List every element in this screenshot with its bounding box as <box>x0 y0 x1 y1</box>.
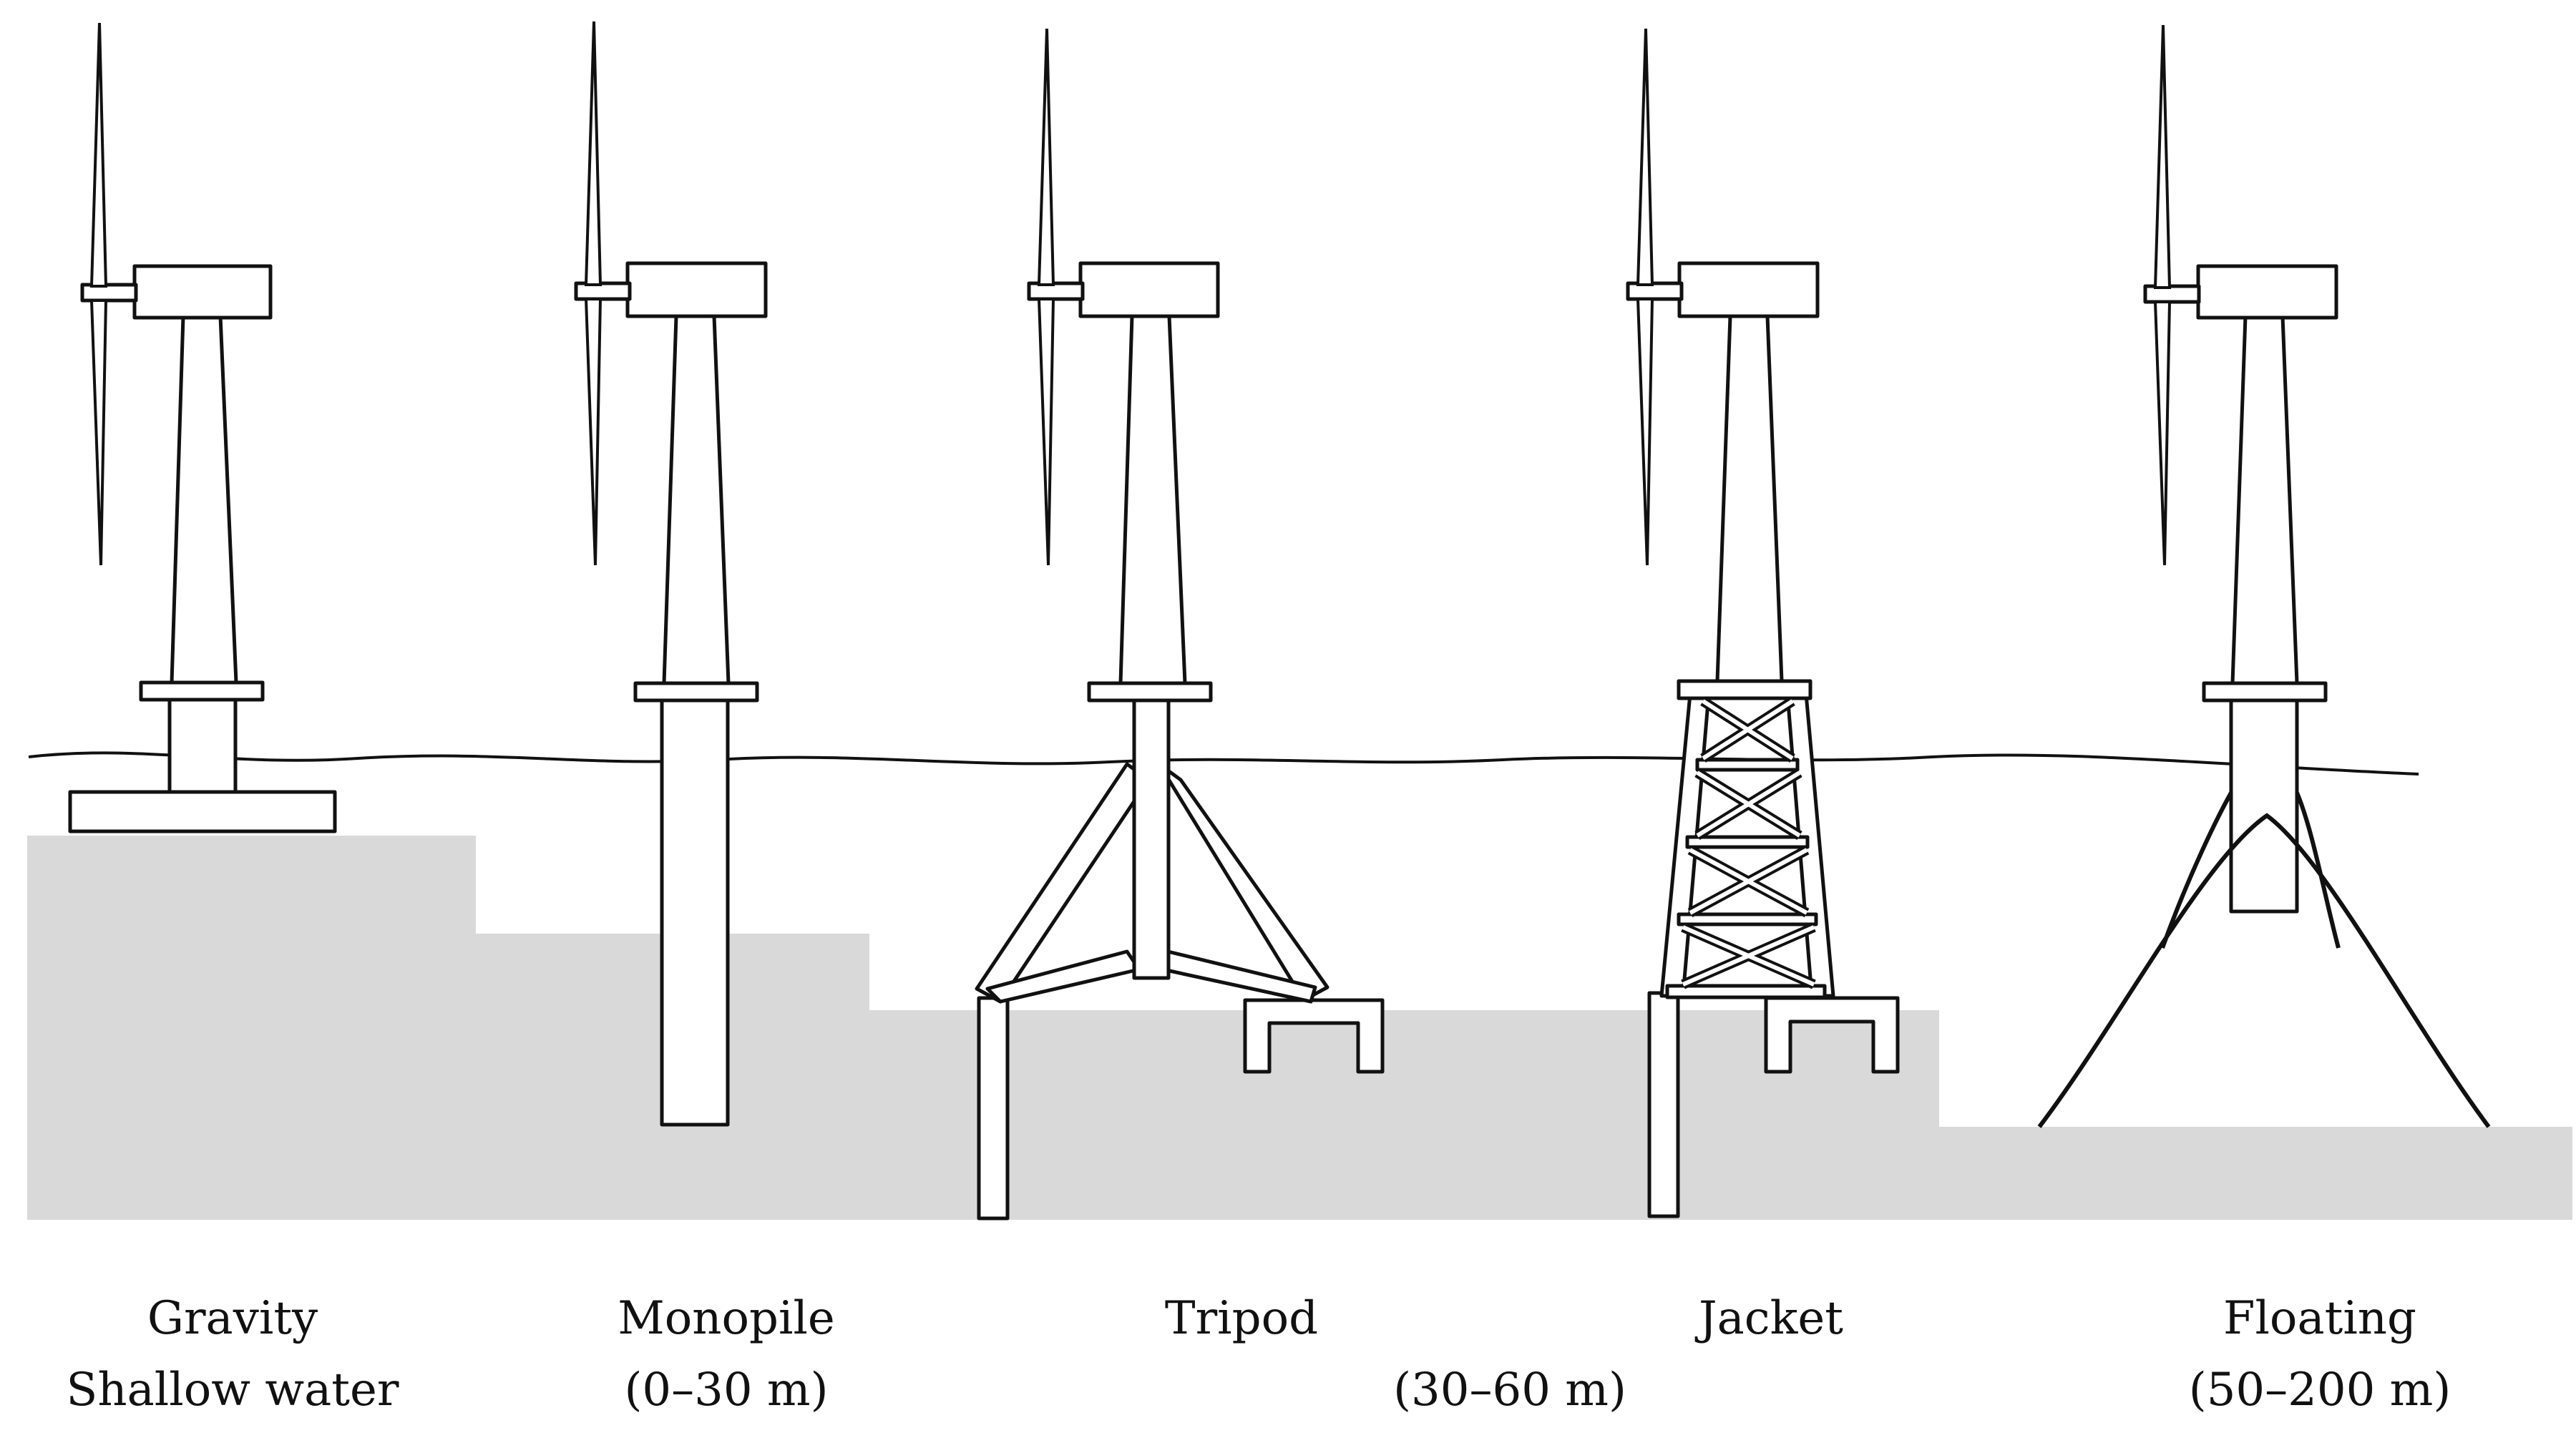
monopile-pile <box>660 693 730 1127</box>
gravity-base <box>68 790 337 833</box>
jacket-horizontal-3 <box>1677 912 1818 926</box>
jacket-turbine <box>1626 28 1900 1218</box>
jacket-blade-up <box>1636 28 1654 286</box>
tripod-blade-down <box>1037 298 1055 566</box>
jacket-platform <box>1677 679 1813 700</box>
gravity-hub <box>80 283 138 303</box>
jacket-bottom-bar <box>1665 984 1827 999</box>
gravity-platform <box>139 680 265 702</box>
gravity-blade-up <box>89 22 108 288</box>
tripod-right-brace <box>1157 762 1330 1002</box>
floating-hub <box>2143 284 2201 304</box>
monopile-blade-up <box>584 21 602 286</box>
jacket-nacelle <box>1677 261 1820 318</box>
floating-spar <box>2229 693 2299 914</box>
label-floating-depth: (50–200 m) <box>2189 1364 2451 1417</box>
jacket-right-foot <box>1764 996 1900 1074</box>
jacket-x-braces-inner <box>1682 699 1815 987</box>
label-floating: Floating <box>2223 1292 2416 1345</box>
label-shallow-water: Shallow water <box>67 1364 399 1417</box>
floating-blade-down <box>2153 300 2172 566</box>
tripod-tower <box>1118 314 1187 685</box>
floating-mooring-right <box>2295 791 2341 949</box>
tripod-blade-up <box>1037 28 1055 286</box>
floating-turbine <box>2037 24 2491 1128</box>
jacket-hub <box>1626 281 1684 301</box>
jacket-blade-down <box>1636 298 1654 566</box>
tripod-hub <box>1027 281 1085 301</box>
tripod-turbine <box>975 28 1385 1221</box>
tripod-left-pile <box>977 996 1010 1221</box>
monopile-platform <box>633 681 759 703</box>
label-monopile-depth: (0–30 m) <box>624 1364 828 1417</box>
floating-tower <box>2230 314 2299 685</box>
monopile-hub <box>574 281 632 301</box>
tripod-right-foot <box>1243 998 1385 1074</box>
jacket-horizontal-2 <box>1685 835 1810 849</box>
jacket-horizontal-1 <box>1695 758 1800 772</box>
floating-blade-up <box>2153 24 2172 289</box>
jacket-tower <box>1715 314 1784 683</box>
gravity-tower <box>170 314 238 685</box>
floating-mooring-left <box>2160 791 2233 949</box>
label-jacket: Jacket <box>1694 1292 1843 1345</box>
tripod-nacelle <box>1078 261 1220 318</box>
floating-nacelle <box>2196 264 2338 320</box>
seabed <box>27 836 2572 1220</box>
label-monopile: Monopile <box>618 1292 835 1345</box>
gravity-nacelle <box>132 264 273 320</box>
label-tripod: Tripod <box>1165 1292 1318 1345</box>
monopile-tower <box>662 314 731 685</box>
label-gravity: Gravity <box>147 1292 318 1345</box>
monopile-turbine <box>574 21 768 1127</box>
gravity-transition-piece <box>167 690 238 794</box>
water-surface <box>28 751 2419 776</box>
floating-platform <box>2202 681 2328 703</box>
label-tripod-jacket-depth: (30–60 m) <box>1393 1364 1626 1417</box>
gravity-blade-down <box>89 299 108 566</box>
tripod-platform <box>1087 681 1213 703</box>
monopile-nacelle <box>625 261 768 318</box>
floating-mooring-outer <box>2037 813 2491 1128</box>
jacket-left-pile <box>1647 991 1680 1218</box>
monopile-blade-down <box>584 298 602 566</box>
gravity-turbine <box>68 22 337 833</box>
tripod-central-column <box>1132 693 1171 980</box>
